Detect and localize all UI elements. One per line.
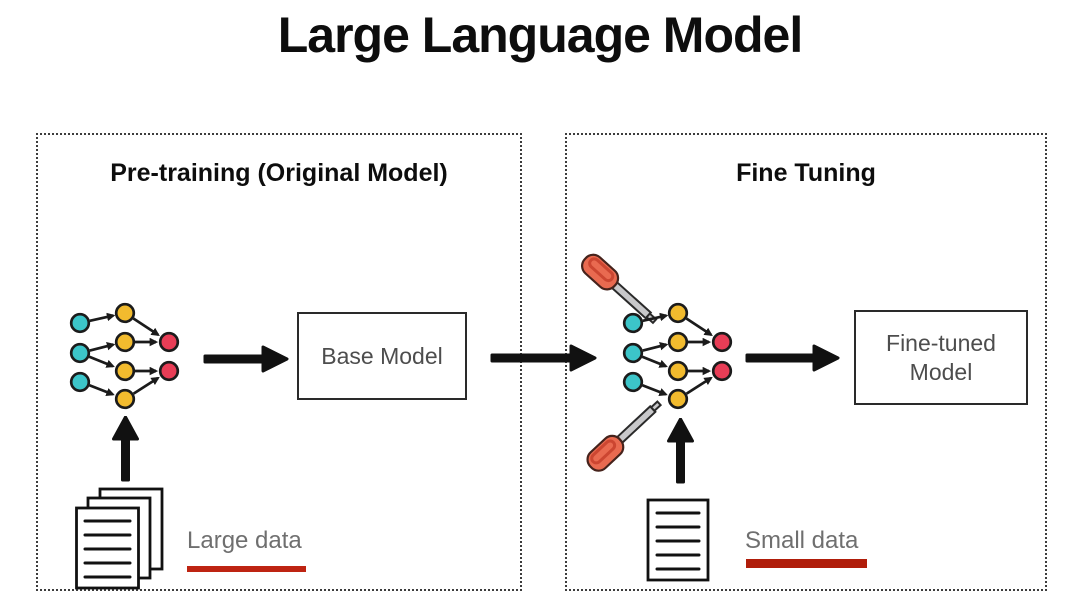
pretraining-panel-title: Pre-training (Original Model) [110,159,448,187]
documents-stack-icon [75,487,164,590]
document-icon [646,498,710,582]
fine-tuned-model-box: Fine-tuned Model [854,310,1028,405]
pretraining-panel: Pre-training (Original Model) [36,133,522,591]
large-data-underline [187,566,306,572]
small-data-underline [746,559,867,568]
base-model-box: Base Model [297,312,467,400]
arrow-up-icon [112,416,139,482]
screwdriver-icon [586,400,663,472]
page-title: Large Language Model [277,7,804,63]
finetuning-panel: Fine Tuning [565,133,1047,591]
small-data-label: Small data [745,527,859,554]
neural-network-icon [622,302,734,410]
fine-tuned-model-label-line2: Model [909,358,973,385]
base-model-label: Base Model [321,342,443,369]
arrow-right-icon [203,345,289,373]
fine-tuned-model-label-line1: Fine-tuned [886,330,996,357]
arrow-up-icon [667,418,694,484]
arrow-right-icon [745,344,840,372]
screwdriver-icon [581,253,658,325]
neural-network-icon [69,302,180,410]
large-data-label: Large data [187,527,302,554]
arrow-right-icon [490,344,597,372]
finetuning-panel-title: Fine Tuning [736,159,876,187]
